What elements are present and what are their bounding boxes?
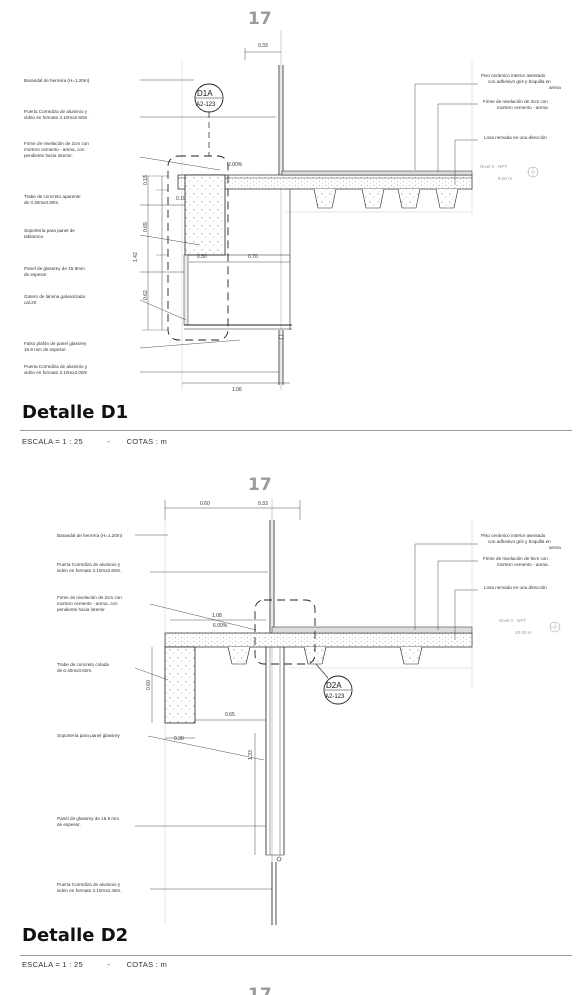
scale-separator: - (107, 437, 111, 446)
svg-text:15.9 mm de espesor: 15.9 mm de espesor (24, 347, 66, 352)
svg-text:6.00%: 6.00% (213, 623, 228, 629)
svg-text:Puerta Corrediza de aluminio y: Puerta Corrediza de aluminio y (57, 882, 121, 887)
svg-text:0.60: 0.60 (146, 680, 152, 690)
svg-text:0.30: 0.30 (197, 254, 207, 260)
svg-text:Trabe de concreto aparente: Trabe de concreto aparente (24, 194, 81, 199)
svg-text:0.60: 0.60 (200, 501, 210, 507)
svg-text:Gotero de lámina galvanizada: Gotero de lámina galvanizada (24, 294, 85, 299)
detail-tag-sheet: A2-123 (325, 694, 345, 700)
detail-d2-title: Detalle D2 (22, 925, 129, 946)
svg-text:Losa nervada en una dirección: Losa nervada en una dirección (484, 135, 547, 140)
detail-d1-title: Detalle D1 (22, 402, 129, 423)
svg-text:vidrio en formato 3.10mx2.60m.: vidrio en formato 3.10mx2.60m. (24, 115, 89, 120)
svg-text:Panel de glassrey de 15.9 mm: Panel de glassrey de 15.9 mm (57, 816, 119, 821)
svg-text:Firme de nivelación de 2cm con: Firme de nivelación de 2cm con (24, 141, 89, 146)
detail-tag-sheet: A2-123 (196, 102, 216, 108)
svg-text:Barandal de herrería (H=1.20m): Barandal de herrería (H=1.20m) (24, 78, 90, 83)
svg-text:Puerta Corrediza de aluminio y: Puerta Corrediza de aluminio y (24, 109, 88, 114)
svg-text:Panel de glassrey de 15.9mm: Panel de glassrey de 15.9mm (24, 266, 85, 271)
grid-axis-label: 17 (248, 9, 272, 29)
svg-text:Firme de nivelación de 8cm con: Firme de nivelación de 8cm con (483, 556, 548, 561)
svg-text:vidrio en formato 3.10mx3.00m: vidrio en formato 3.10mx3.00m (24, 370, 87, 375)
svg-text:0.62: 0.62 (143, 290, 149, 300)
svg-text:con adhesivo gris y boquilla e: con adhesivo gris y boquilla en (488, 79, 551, 84)
svg-text:Barandal de herrería (H=1.20m): Barandal de herrería (H=1.20m) (57, 533, 123, 538)
svg-text:mortero cemento - arena, con: mortero cemento - arena, con (24, 147, 85, 152)
scale-separator: - (107, 960, 111, 969)
svg-text:Piso cerámico interior asentad: Piso cerámico interior asentado (481, 533, 546, 538)
svg-text:Puerta Corrediza de aluminio y: Puerta Corrediza de aluminio y (24, 364, 88, 369)
svg-text:Puerta Corrediza de aluminio y: Puerta Corrediza de aluminio y (57, 562, 121, 567)
detail-d2-scale: ESCALA = 1 : 25 - COTAS : m (22, 960, 167, 969)
svg-text:mortero cemento - arena.: mortero cemento - arena. (497, 562, 549, 567)
svg-text:de 0.40mx0.60m.: de 0.40mx0.60m. (57, 668, 93, 673)
grid-axis-label: 17 (248, 475, 272, 495)
svg-text:0.65: 0.65 (225, 712, 235, 718)
svg-text:0.30: 0.30 (174, 736, 184, 742)
detail-d2-drawing (134, 498, 561, 925)
svg-text:vidrio en formato 3.10mx2.60m.: vidrio en formato 3.10mx2.60m. (57, 568, 122, 573)
svg-text:0.33: 0.33 (258, 43, 268, 49)
svg-text:1.33: 1.33 (248, 750, 254, 760)
detail-d1-scale: ESCALA = 1 : 25 - COTAS : m (22, 437, 167, 446)
svg-text:10.00 m: 10.00 m (515, 630, 532, 635)
detail-tag-id: D1A (197, 89, 213, 98)
detail-d1-labels: 17 0.33 0.15 0.10 0.65 0.30 0.70 1.42 0.… (24, 9, 561, 393)
svg-text:Soportería para panel de: Soportería para panel de (24, 228, 75, 233)
svg-text:cal.20: cal.20 (24, 300, 37, 305)
svg-text:Piso cerámico interior asentad: Piso cerámico interior asentado (481, 73, 546, 78)
svg-text:Firme de nivelación de 2cm con: Firme de nivelación de 2cm con (57, 595, 122, 600)
svg-text:Nivel 0 - NPT: Nivel 0 - NPT (480, 164, 508, 169)
svg-text:0.15: 0.15 (143, 175, 149, 185)
units-label: COTAS : m (126, 960, 168, 969)
svg-text:de espesor: de espesor (24, 272, 47, 277)
svg-text:arena: arena (549, 545, 561, 550)
svg-text:Falso plafón de panel glassrey: Falso plafón de panel glassrey (24, 341, 87, 346)
svg-text:Trabe de concreto colada: Trabe de concreto colada (57, 662, 109, 667)
svg-text:Firme de nivelación de 3cm con: Firme de nivelación de 3cm con (483, 99, 548, 104)
svg-text:1.42: 1.42 (133, 252, 139, 262)
svg-text:Soportería para panel glassrey: Soportería para panel glassrey (57, 733, 121, 738)
svg-text:0.70: 0.70 (248, 254, 258, 260)
svg-text:2.00%: 2.00% (228, 162, 243, 168)
svg-text:tablaroca: tablaroca (24, 234, 43, 239)
detail-tag-id: D2A (326, 681, 342, 690)
svg-text:de 0.30mx0.90m.: de 0.30mx0.90m. (24, 200, 60, 205)
scale-label: ESCALA = 1 : 25 (22, 960, 83, 969)
svg-text:1.06: 1.06 (232, 387, 242, 393)
detail-d2-labels: 17 0.60 0.33 1.08 6.00% 0.60 0.65 0.30 1… (57, 475, 561, 995)
svg-text:con adhesivo gris y boquilla e: con adhesivo gris y boquilla en (488, 539, 551, 544)
svg-text:0.65: 0.65 (143, 222, 149, 232)
svg-text:0.10: 0.10 (176, 196, 186, 202)
svg-text:Nivel 0 - NPT: Nivel 0 - NPT (499, 618, 527, 623)
divider (20, 955, 572, 956)
scale-label: ESCALA = 1 : 25 (22, 437, 83, 446)
grid-axis-label-bottom: 17 (248, 985, 272, 995)
svg-text:Losa nervada en una dirección: Losa nervada en una dirección (484, 585, 547, 590)
svg-text:1.08: 1.08 (212, 613, 222, 619)
divider (20, 430, 572, 431)
svg-text:mortero cemento - arena, con: mortero cemento - arena, con (57, 601, 118, 606)
detail-d1-drawing (139, 30, 539, 390)
svg-text:de espesor.: de espesor. (57, 822, 81, 827)
svg-text:pendiente hacia interior.: pendiente hacia interior. (57, 607, 106, 612)
units-label: COTAS : m (126, 437, 168, 446)
svg-text:vidrio en formato 3.10mx2.48m.: vidrio en formato 3.10mx2.48m. (57, 888, 122, 893)
svg-text:pendiente hacia interior.: pendiente hacia interior. (24, 153, 73, 158)
svg-text:mortero cemento - arena.: mortero cemento - arena. (497, 105, 549, 110)
svg-text:arena: arena (549, 85, 561, 90)
svg-text:0.33: 0.33 (258, 501, 268, 507)
svg-text:8.00 m: 8.00 m (498, 176, 512, 181)
